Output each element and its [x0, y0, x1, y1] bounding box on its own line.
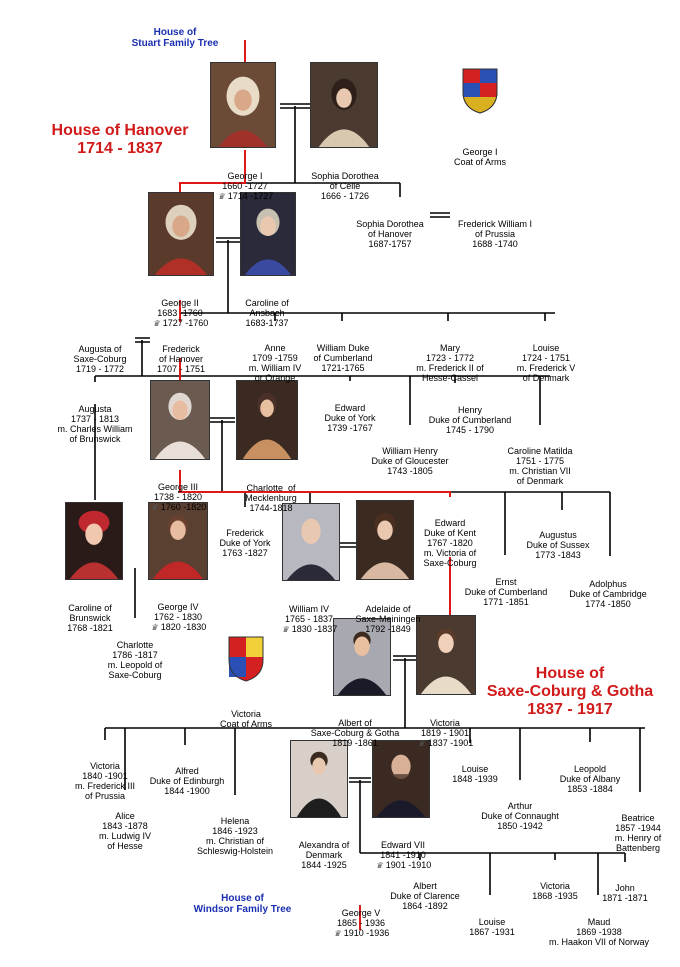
victoria-portrait	[416, 615, 476, 695]
charlotte-mecklenburg-portrait	[236, 380, 298, 460]
george-ii-portrait	[148, 192, 214, 276]
george-i-portrait	[210, 62, 276, 148]
george-iv-portrait	[148, 502, 208, 580]
victoria-coat-of-arms-icon	[228, 636, 264, 682]
caroline-ansbach-portrait	[240, 192, 296, 276]
crown-icon: ♛	[375, 861, 383, 870]
adelaide-portrait	[356, 500, 414, 580]
crown-icon: ♛	[150, 623, 158, 632]
alexandra-portrait	[290, 740, 348, 818]
sophia-dorothea-celle-portrait	[310, 62, 378, 148]
edward-vii-portrait	[372, 740, 430, 818]
crown-icon: ♛	[152, 319, 160, 328]
crown-icon: ♛	[150, 503, 158, 512]
william-iv-portrait	[282, 503, 340, 581]
crown-icon: ♛	[417, 739, 425, 748]
crown-icon: ♛	[281, 625, 289, 634]
albert-portrait	[333, 618, 391, 696]
crown-icon: ♛	[217, 192, 225, 201]
caroline-brunswick-portrait	[65, 502, 123, 580]
crown-icon: ♛	[333, 929, 341, 938]
george-i-coat-of-arms-icon	[462, 68, 498, 114]
george-iii-portrait	[150, 380, 210, 460]
